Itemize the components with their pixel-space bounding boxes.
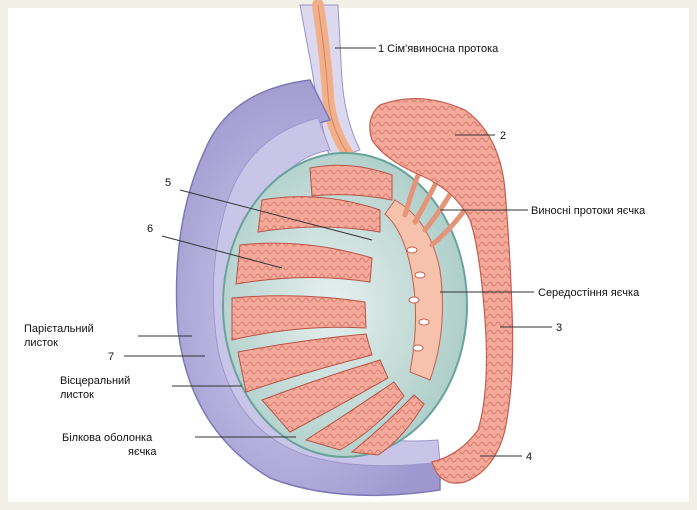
label-efferent-ducts: Виносні протоки яєчка [531, 205, 646, 217]
label-epididymis-tail: 4 [526, 451, 532, 463]
label-visceral-1: Вісцеральний [60, 375, 130, 387]
label-epididymis-head: 2 [500, 130, 506, 142]
label-parietal-1: Парієтальний [24, 323, 94, 335]
label-mediastinum: Середостіння яєчка [538, 287, 640, 299]
label-albuginea-2: яєчка [128, 446, 157, 458]
label-parietal-2: листок [24, 337, 58, 349]
label-7: 7 [108, 351, 114, 363]
label-5: 5 [165, 177, 171, 189]
label-albuginea-1: Білкова оболонка [62, 432, 153, 444]
label-visceral-2: листок [60, 389, 94, 401]
label-vas-deferens: 1 Сім'явиносна протока [378, 43, 499, 55]
label-epididymis-body: 3 [556, 322, 562, 334]
label-6: 6 [147, 223, 153, 235]
